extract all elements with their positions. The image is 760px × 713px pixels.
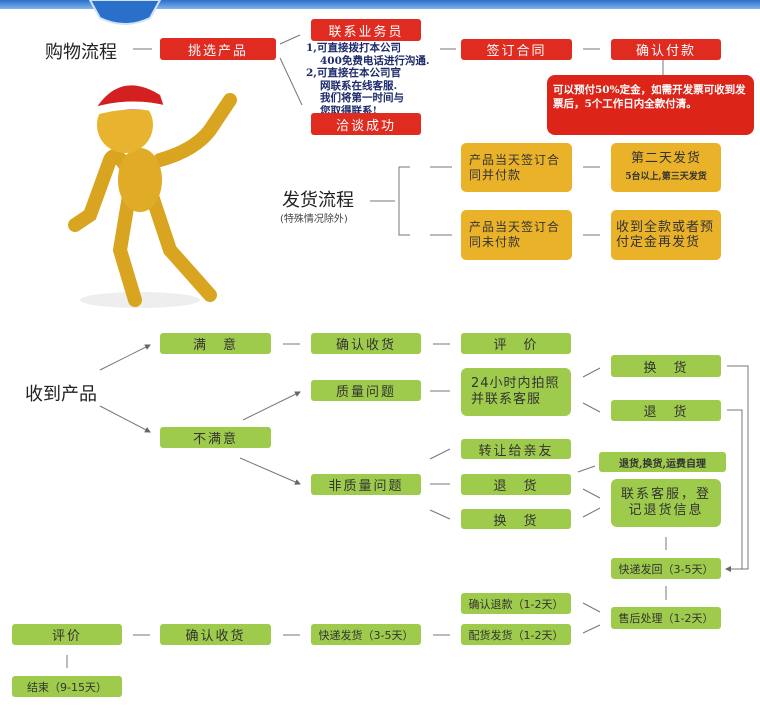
self-pay-shipping-box: 退货,换货,运费自理	[599, 452, 726, 472]
receive-product-title: 收到产品	[25, 384, 97, 405]
photo-contact-box: 24小时内拍照并联系客服	[461, 368, 571, 416]
sign-contract-box: 签订合同	[461, 39, 572, 60]
shipping-flow-subtitle: (特殊情况除外)	[280, 214, 348, 225]
end-box: 结束（9-15天）	[12, 676, 122, 697]
register-return-box: 联系客服，登记退货信息	[611, 479, 721, 527]
confirm-receipt-box: 确认收货	[311, 333, 421, 354]
purchase-flow-title: 购物流程	[45, 42, 117, 63]
quality-issue-box: 质量问题	[311, 380, 421, 401]
confirm-receipt-box-2: 确认收货	[160, 624, 271, 645]
shield-logo-icon	[88, 0, 162, 25]
exchange-box-2: 换 货	[461, 509, 571, 529]
next-day-ship-sub: 5台以上,第三天发货	[625, 171, 707, 182]
confirm-refund-box: 确认退款（1-2天）	[461, 593, 571, 614]
exchange-box: 换 货	[611, 355, 721, 377]
confirm-payment-box: 确认付款	[611, 39, 721, 60]
after-sale-box: 售后处理（1-2天）	[611, 607, 721, 629]
next-day-ship-label: 第二天发货	[630, 150, 701, 166]
note-line: 400免费电话进行沟通.	[320, 54, 430, 67]
note-line: 2,可直接在本公司官	[306, 67, 401, 79]
return-box: 退 货	[611, 400, 721, 421]
golden-man-santa-hat-figure	[68, 85, 237, 308]
review-box-2: 评价	[12, 624, 122, 645]
note-line: 1,可直接拨打本公司	[306, 42, 401, 54]
contact-note: 1,可直接拨打本公司 400免费电话进行沟通. 2,可直接在本公司官 网联系在线…	[306, 42, 466, 117]
unsatisfied-box: 不满意	[160, 427, 271, 448]
express-ship-box: 快递发货（3-5天）	[311, 624, 421, 645]
review-box: 评 价	[461, 333, 571, 354]
top-banner	[0, 0, 760, 9]
return-box-2: 退 货	[461, 474, 571, 495]
satisfied-box: 满 意	[160, 333, 271, 354]
next-day-ship-box: 第二天发货 5台以上,第三天发货	[611, 143, 721, 192]
non-quality-issue-box: 非质量问题	[311, 474, 421, 495]
payment-note: 可以预付50%定金，如需开发票可收到发票后，5个工作日内全款付清。	[547, 75, 754, 135]
note-line: 网联系在线客服.	[320, 79, 398, 92]
transfer-to-friend-box: 转让给亲友	[461, 439, 571, 459]
send-back-box: 快递发回（3-5天）	[611, 558, 721, 579]
note-line: 我们将第一时间与	[320, 92, 404, 104]
pick-product-box: 挑选产品	[160, 38, 276, 60]
shipping-flow-title: 发货流程	[282, 190, 354, 211]
contact-salesperson-box: 联系业务员	[311, 19, 421, 41]
deal-success-box: 洽谈成功	[311, 113, 421, 135]
case-signed-paid-box: 产品当天签订合同并付款	[461, 143, 572, 192]
case-signed-unpaid-box: 产品当天签订合同未付款	[461, 210, 572, 260]
restock-ship-box: 配货发货（1-2天）	[461, 624, 571, 645]
ship-after-payment-box: 收到全款或者预付定金再发货	[611, 210, 721, 260]
